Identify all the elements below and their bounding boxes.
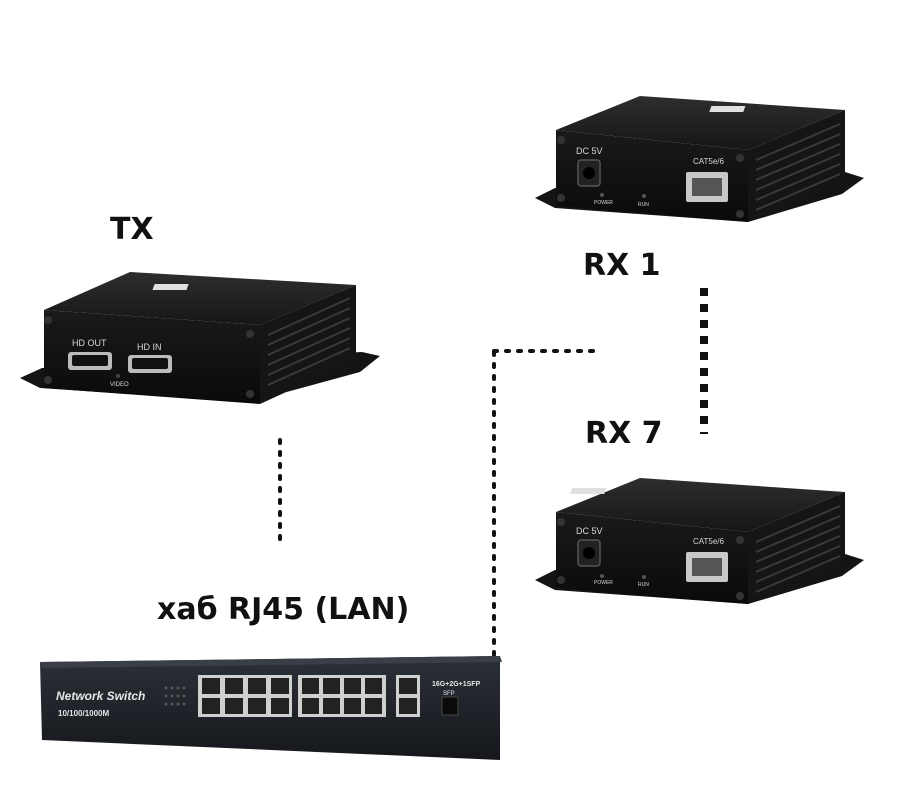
rx7-power-label: POWER	[594, 580, 613, 586]
hub-label: хаб RJ45 (LAN)	[157, 592, 410, 627]
switch-title: Network Switch	[56, 689, 145, 703]
rx1-label: RX 1	[583, 248, 661, 283]
tx-port-hd-out-label: HD OUT	[72, 338, 107, 348]
dotted-link-hub-rx	[492, 349, 602, 664]
rx1-cat-label: CAT5e/6	[693, 157, 725, 166]
switch-ports-label: 16G+2G+1SFP	[432, 681, 481, 688]
rx7-label: RX 7	[585, 416, 663, 451]
rx1-extender-device: DC 5V POWER RUN CAT5e/6	[535, 96, 864, 222]
tx-port-hd-in-label: HD IN	[137, 342, 162, 352]
rx1-power-label: POWER	[594, 200, 613, 206]
switch-sfp-label: SFP	[443, 691, 455, 697]
network-switch-device: Network Switch 10/100/1000M 16G+2G+1SFP …	[40, 656, 502, 760]
rx7-cat-label: CAT5e/6	[693, 537, 725, 546]
switch-speed: 10/100/1000M	[58, 709, 109, 718]
rx7-extender-device: DC 5V POWER RUN CAT5e/6	[535, 478, 864, 604]
rx1-dc-label: DC 5V	[576, 146, 603, 156]
rx7-dc-label: DC 5V	[576, 526, 603, 536]
tx-label: TX	[110, 212, 154, 247]
rx7-run-label: RUN	[638, 582, 649, 588]
rx1-run-label: RUN	[638, 202, 649, 208]
tx-led-video-label: VIDEO	[110, 382, 129, 388]
tx-extender-device: HD OUT HD IN VIDEO	[20, 272, 380, 404]
